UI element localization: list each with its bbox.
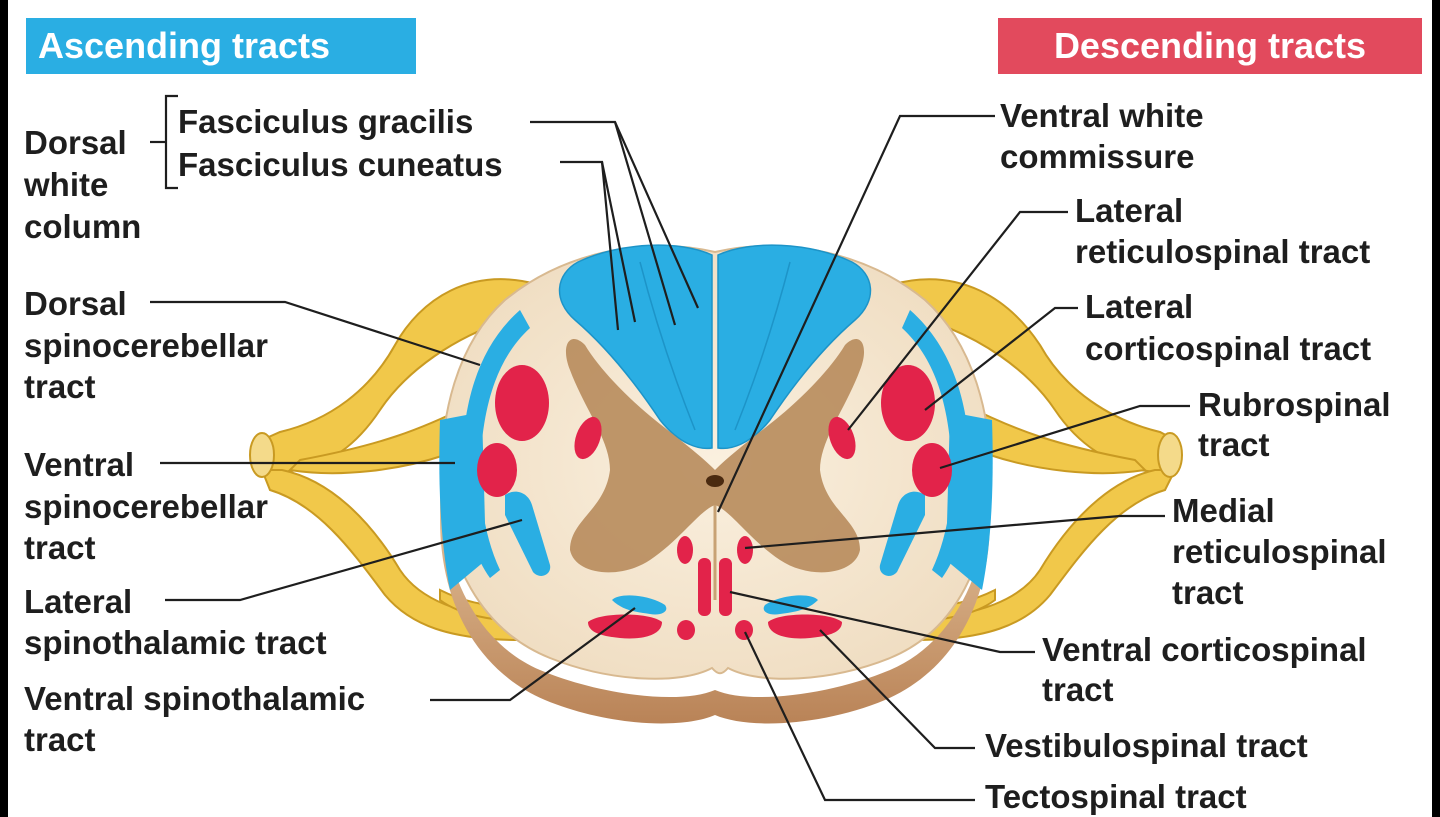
label-line: column: [24, 208, 141, 245]
label-line: tract: [24, 529, 96, 566]
central-canal: [706, 475, 724, 487]
label-ventral-spinothalamic: Ventral spinothalamic tract: [24, 680, 365, 758]
label-line: Dorsal: [24, 285, 127, 322]
label-medial-reticulospinal: Medial reticulospinal tract: [1172, 492, 1387, 611]
label-line: Lateral: [1085, 288, 1193, 325]
label-line: tract: [1172, 574, 1244, 611]
label-line: tract: [1198, 426, 1270, 463]
label-line: commissure: [1000, 138, 1194, 175]
label-line: tract: [24, 368, 96, 405]
label-ventral-corticospinal: Ventral corticospinal tract: [1042, 631, 1367, 708]
gray-matter: [565, 339, 865, 573]
label-line: Lateral: [24, 583, 132, 620]
label-line: Ventral white: [1000, 97, 1204, 134]
label-line: tract: [1042, 671, 1114, 708]
label-line: spinocerebellar: [24, 327, 268, 364]
ascending-outer-band: [439, 310, 993, 590]
descending-tracts: [477, 365, 952, 640]
label-fasciculus-gracilis: Fasciculus gracilis: [178, 103, 473, 140]
label-line: white: [23, 166, 108, 203]
label-line: Ventral spinothalamic: [24, 680, 365, 717]
label-line: Medial: [1172, 492, 1275, 529]
label-line: corticospinal tract: [1085, 330, 1371, 367]
dorsal-white-column: [558, 244, 872, 450]
label-line: Lateral: [1075, 192, 1183, 229]
label-fasciculus-cuneatus: Fasciculus cuneatus: [178, 146, 503, 183]
leader-lines: [150, 94, 1190, 802]
label-line: Rubrospinal: [1198, 386, 1391, 423]
ascending-tracts-header: Ascending tracts: [26, 18, 416, 74]
label-line: Ventral: [24, 446, 134, 483]
label-vestibulospinal: Vestibulospinal tract: [985, 727, 1308, 764]
label-line: Dorsal: [24, 124, 127, 161]
label-ventral-spinocerebellar: Ventral spinocerebellar tract: [24, 446, 268, 566]
label-tectospinal: Tectospinal tract: [985, 778, 1247, 815]
label-dorsal-spinocerebellar: Dorsal spinocerebellar tract: [24, 285, 268, 405]
label-rubrospinal: Rubrospinal tract: [1198, 386, 1391, 463]
label-dorsal-white-column: Dorsal white column: [23, 124, 141, 245]
label-ventral-white-commissure: Ventral white commissure: [1000, 97, 1204, 175]
label-lateral-corticospinal: Lateral corticospinal tract: [1085, 288, 1371, 367]
label-lateral-reticulospinal: Lateral reticulospinal tract: [1075, 192, 1370, 270]
white-matter: [440, 245, 992, 680]
label-lateral-spinothalamic: Lateral spinothalamic tract: [24, 583, 327, 661]
label-line: reticulospinal tract: [1075, 233, 1370, 270]
label-line: spinothalamic tract: [24, 624, 327, 661]
label-line: tract: [24, 721, 96, 758]
label-line: reticulospinal: [1172, 533, 1387, 570]
label-line: spinocerebellar: [24, 488, 268, 525]
label-line: Ventral corticospinal: [1042, 631, 1367, 668]
descending-tracts-header: Descending tracts: [998, 18, 1422, 74]
